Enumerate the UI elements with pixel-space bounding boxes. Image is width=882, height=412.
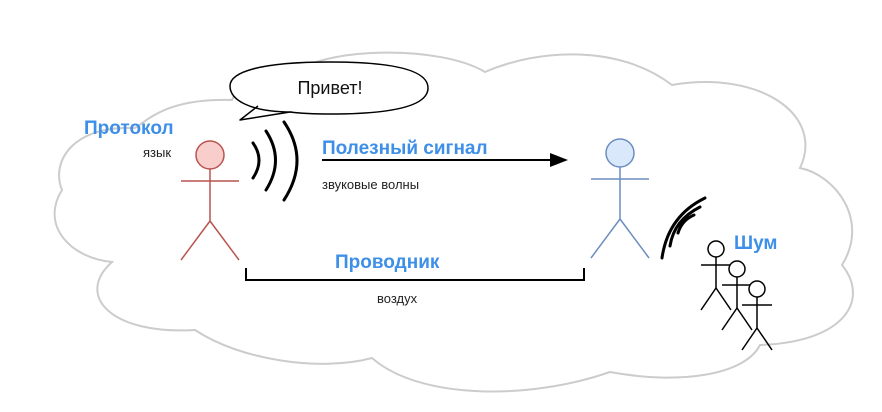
signal-subtitle: звуковые волны [322,177,419,192]
cloud-shape [55,53,853,392]
conductor-subtitle: воздух [377,291,418,306]
noise-title: Шум [734,233,777,254]
signal-title: Полезный сигнал [322,138,488,159]
conductor-title: Проводник [335,252,440,273]
protocol-subtitle: язык [143,145,171,160]
protocol-title: Протокол [84,118,174,139]
speech-bubble-text: Привет! [297,78,362,98]
